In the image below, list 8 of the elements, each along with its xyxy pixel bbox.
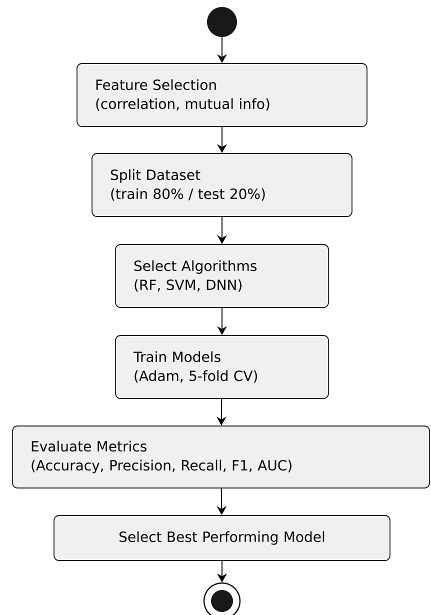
process-box: Select Algorithms (RF, SVM, DNN) — [115, 244, 329, 308]
start-marker — [207, 7, 237, 37]
process-box: Split Dataset (train 80% / test 20%) — [92, 153, 352, 217]
process-box: Evaluate Metrics (Accuracy, Precision, Recall, F1, AUC) — [12, 426, 430, 488]
process-box: Train Models (Adam, 5-fold CV) — [115, 335, 329, 399]
process-box: Feature Selection (correlation, mutual info) — [76, 63, 368, 127]
process-box: Select Best Performing Model — [54, 515, 390, 561]
end-marker — [203, 582, 241, 615]
